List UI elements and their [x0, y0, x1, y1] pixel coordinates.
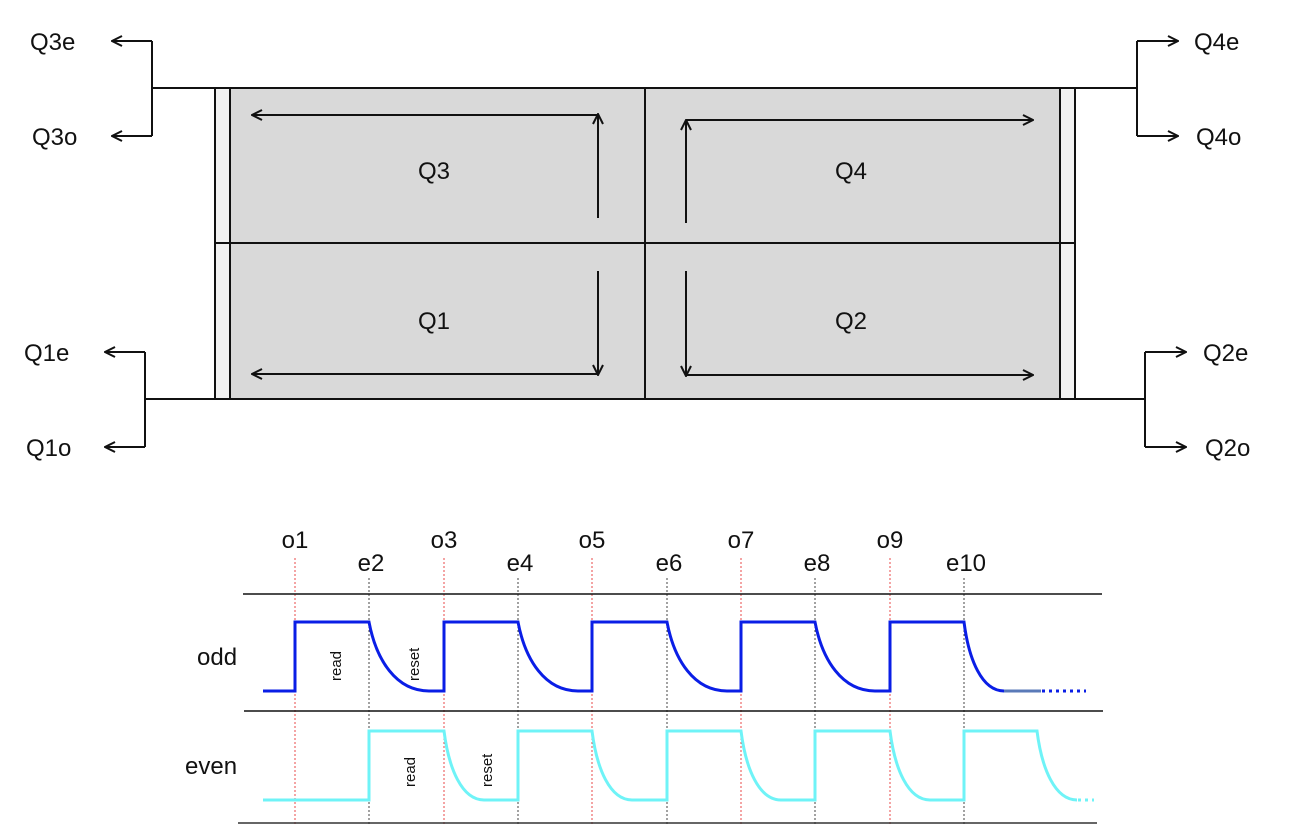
marker-label-o9: o9	[877, 527, 904, 554]
output-label-q4o: Q4o	[1196, 124, 1241, 151]
marker-label-e8: e8	[804, 550, 831, 577]
marker-label-e2: e2	[358, 550, 385, 577]
output-split-q2	[1075, 352, 1186, 447]
quadrant-q4	[644, 87, 1061, 244]
marker-label-o5: o5	[579, 527, 606, 554]
marker-label-e10: e10	[946, 550, 986, 577]
readout-arrow-q3	[252, 114, 598, 218]
phase-label-even-read: read	[402, 757, 419, 787]
output-label-q1o: Q1o	[26, 435, 71, 462]
marker-label-e6: e6	[656, 550, 683, 577]
output-label-q3e: Q3e	[30, 29, 75, 56]
row-label-odd: odd	[197, 644, 237, 671]
output-split-q4	[1075, 41, 1178, 136]
timing-diagram: o1 e2 o3 e4 o5 e6 o7 e8 o9 e10 odd even read rese…	[185, 527, 1103, 825]
waveform-odd	[263, 620, 1005, 693]
marker-labels: o1 e2 o3 e4 o5 e6 o7 e8 o9 e10	[282, 527, 986, 577]
waveform-even	[263, 729, 1078, 802]
marker-label-o1: o1	[282, 527, 309, 554]
readout-arrow-q4	[686, 120, 1033, 223]
row-label-even: even	[185, 753, 237, 780]
quadrant-label-q1: Q1	[418, 308, 450, 335]
output-label-q2o: Q2o	[1205, 435, 1250, 462]
marker-label-o3: o3	[431, 527, 458, 554]
output-label-q2e: Q2e	[1203, 340, 1248, 367]
marker-label-o7: o7	[728, 527, 755, 554]
readout-arrow-q2	[686, 271, 1033, 376]
quadrant-label-q2: Q2	[835, 308, 867, 335]
output-split-q1	[105, 352, 215, 447]
output-label-q4e: Q4e	[1194, 29, 1239, 56]
quadrant-label-q3: Q3	[418, 158, 450, 185]
quadrant-diagram: Q3 Q4 Q1 Q2 Q3e Q3o	[24, 29, 1250, 462]
phase-label-odd-reset: reset	[406, 647, 423, 681]
quadrant-label-q4: Q4	[835, 158, 867, 185]
output-label-q3o: Q3o	[32, 124, 77, 151]
output-split-q3	[112, 41, 215, 136]
marker-lines	[294, 558, 965, 825]
phase-label-odd-read: read	[328, 651, 345, 681]
phase-label-even-reset: reset	[479, 753, 496, 787]
readout-arrow-q1	[252, 271, 598, 375]
marker-label-e4: e4	[507, 550, 534, 577]
output-label-q1e: Q1e	[24, 340, 69, 367]
